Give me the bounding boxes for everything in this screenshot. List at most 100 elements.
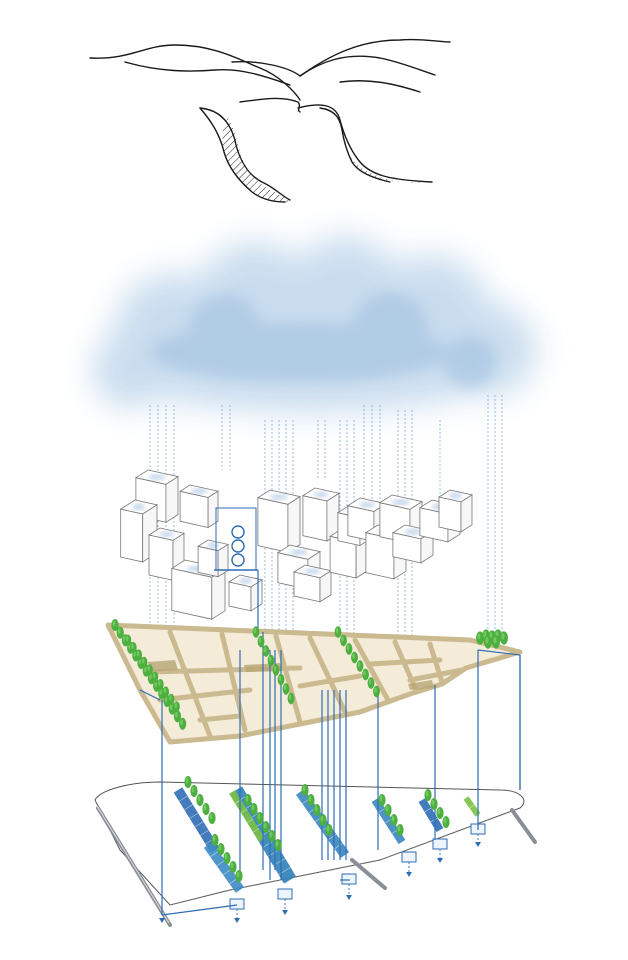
- tree: [396, 824, 404, 836]
- building-wall: [365, 532, 395, 580]
- tree-highlight: [357, 661, 361, 668]
- tree-highlight: [283, 684, 287, 691]
- building-block: [256, 489, 302, 554]
- tank-coil: [231, 525, 245, 539]
- bioswale-cell: [200, 829, 209, 836]
- tree-highlight: [169, 695, 172, 701]
- tree: [484, 635, 492, 649]
- tree: [235, 870, 243, 882]
- tree: [378, 794, 386, 806]
- hill-middle: [231, 55, 436, 77]
- bioswale-cell: [252, 828, 260, 833]
- tree-highlight: [147, 665, 150, 671]
- tree-highlight: [236, 871, 240, 878]
- tree: [116, 626, 124, 639]
- bioswale-cell: [246, 818, 254, 823]
- tree-highlight: [352, 653, 355, 659]
- rooftop-water-tank: [214, 507, 259, 630]
- street-trees: [111, 619, 508, 882]
- tree-highlight: [163, 687, 167, 694]
- roof-water: [304, 568, 321, 575]
- roof-water: [391, 499, 410, 506]
- tree-highlight: [278, 675, 282, 681]
- roof-water: [147, 474, 166, 481]
- flow-arrow: [475, 842, 481, 847]
- bioswale-cell: [334, 842, 343, 850]
- tree: [146, 664, 153, 675]
- roof-water: [190, 488, 208, 495]
- tank-box: [277, 888, 293, 900]
- bioswale-cell: [216, 859, 226, 867]
- roof-water: [404, 528, 422, 535]
- tree: [190, 785, 198, 797]
- tree-highlight: [257, 813, 261, 820]
- building-wall: [438, 496, 462, 533]
- tree: [390, 814, 398, 826]
- collector-pipe: [477, 649, 521, 656]
- tree-highlight: [117, 628, 121, 635]
- tree: [476, 631, 484, 645]
- tree-highlight: [314, 805, 318, 812]
- tree: [367, 677, 375, 689]
- tree: [202, 803, 210, 815]
- tree: [229, 861, 237, 873]
- roof-water: [132, 503, 146, 511]
- bioswale-fill: [203, 842, 245, 893]
- tank-coil: [231, 553, 245, 567]
- tree-highlight: [209, 813, 213, 820]
- tree-highlight: [437, 808, 441, 815]
- tree: [287, 692, 295, 705]
- drainage-base-edge: [169, 807, 521, 906]
- flow-arrow: [406, 872, 412, 877]
- tree-highlight: [230, 862, 234, 869]
- tree-highlight: [112, 620, 116, 627]
- tree-highlight: [251, 804, 255, 811]
- bioswale-cell: [178, 795, 188, 802]
- bioswale-fill: [173, 787, 220, 853]
- bioswale-cell: [210, 850, 219, 858]
- tree-highlight: [191, 786, 195, 793]
- tree-highlight: [174, 702, 177, 708]
- building-wall: [257, 497, 289, 553]
- tree-highlight: [443, 817, 447, 824]
- tree-highlight: [379, 795, 383, 802]
- tree-highlight: [164, 696, 168, 703]
- building-block: [391, 524, 435, 564]
- tree-highlight: [483, 631, 487, 638]
- drain-pipe-highlights: [96, 805, 170, 924]
- tree: [351, 651, 358, 664]
- bioswale-strip: [463, 796, 481, 817]
- tree: [173, 710, 181, 723]
- tank-box: [341, 873, 357, 885]
- bioswale-cell: [424, 807, 432, 813]
- drain-pipes: [96, 806, 537, 927]
- tank-box: [229, 898, 245, 910]
- tree-highlight: [131, 643, 134, 649]
- building-block: [292, 564, 333, 603]
- street-patches: [148, 660, 434, 690]
- tree-highlight: [302, 785, 306, 792]
- tank-box: [432, 838, 448, 850]
- bioswale-cell: [184, 804, 193, 811]
- tree-highlight: [203, 804, 207, 811]
- tank-coil: [231, 539, 245, 553]
- tree: [268, 830, 276, 842]
- tree: [307, 794, 315, 806]
- retention-tank: [432, 838, 448, 859]
- tree-highlight: [263, 646, 267, 653]
- bioswale-cell: [189, 812, 199, 819]
- tree: [211, 834, 219, 846]
- tree-highlight: [320, 815, 324, 822]
- tree-highlight: [212, 835, 216, 842]
- flow-arrow: [282, 910, 288, 915]
- building-block: [119, 499, 159, 563]
- tree: [208, 812, 216, 824]
- tree-highlight: [341, 636, 344, 642]
- tree-highlight: [142, 658, 145, 664]
- tree: [373, 685, 380, 698]
- tree: [325, 824, 333, 836]
- tree-highlight: [493, 637, 497, 644]
- tree: [140, 656, 148, 668]
